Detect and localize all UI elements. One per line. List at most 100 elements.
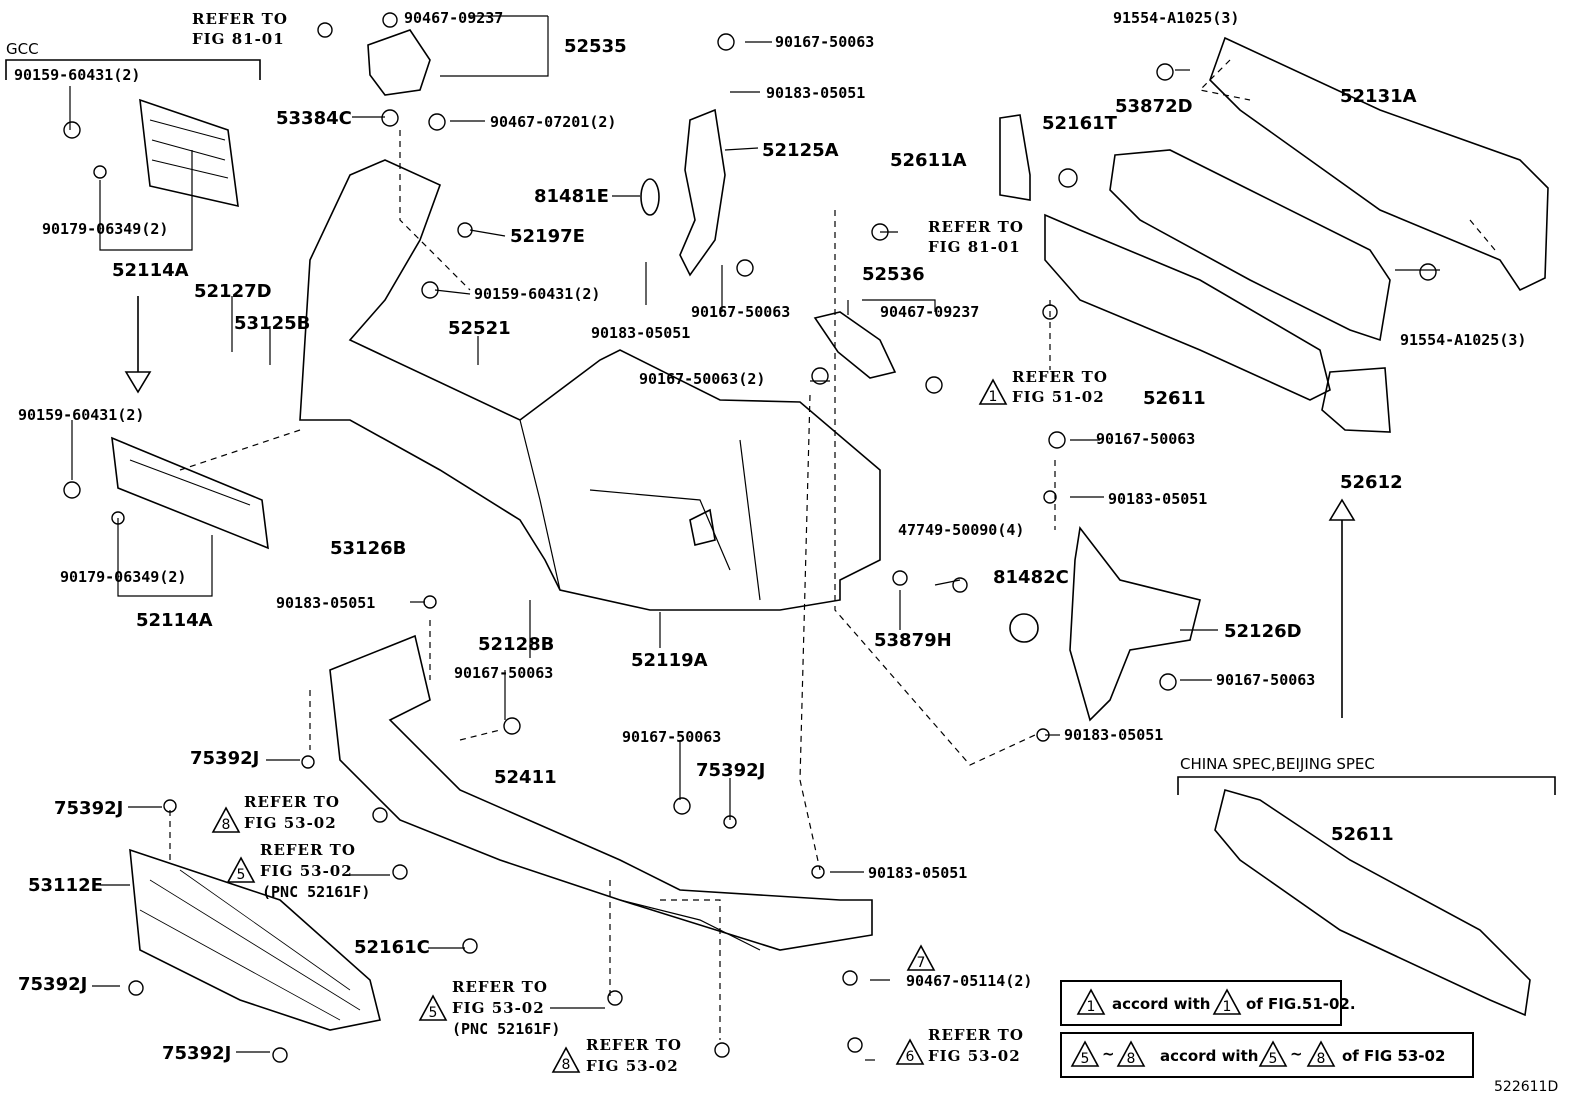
svg-text:5: 5: [1269, 1051, 1278, 1067]
part-label: 52114A: [136, 610, 213, 631]
part-label: 52161T: [1042, 113, 1117, 134]
part-label: FIG 51-02: [1012, 388, 1105, 406]
section-gcc-label: GCC: [6, 40, 39, 58]
part-label: 90159-60431(2): [18, 406, 145, 424]
part-label: FIG 53-02: [260, 862, 353, 880]
part-label: 90467-09237: [404, 9, 504, 27]
part-label: 52521: [448, 318, 511, 339]
part-label: 52131A: [1340, 86, 1417, 107]
part-label: 90467-09237: [880, 303, 980, 321]
diagram-id: 522611D: [1494, 1079, 1559, 1095]
note-triangle-number: 8: [222, 817, 231, 833]
legend-triangle-icon: 1: [1076, 988, 1106, 1015]
part-label: 90179-06349(2): [42, 220, 169, 238]
part-label: 75392J: [18, 974, 88, 995]
part-label: 52197E: [510, 226, 585, 247]
part-label: REFER TO: [452, 978, 548, 996]
part-label: 90167-50063: [1096, 430, 1196, 448]
part-label: 90167-50063: [775, 33, 875, 51]
part-label: 75392J: [696, 760, 766, 781]
legend-1-suffix: of FIG.51-02.: [1246, 995, 1356, 1013]
part-label: REFER TO: [260, 841, 356, 859]
part-label: 52536: [862, 264, 925, 285]
note-triangle-number: 1: [989, 389, 998, 405]
part-label: FIG 53-02: [452, 999, 545, 1017]
legend-triangle-icon: 5: [1258, 1040, 1288, 1067]
part-label: 52612: [1340, 472, 1403, 493]
part-label: 52119A: [631, 650, 708, 671]
part-label: 90167-50063: [1216, 671, 1316, 689]
part-label: 52127D: [194, 281, 272, 302]
part-label: 53872D: [1115, 96, 1193, 117]
part-label: 90183-05051: [766, 84, 866, 102]
legend-box-1: 1 accord with 1 of FIG.51-02.: [1060, 980, 1356, 1026]
note-triangle-number: 7: [917, 955, 926, 971]
svg-text:1: 1: [1223, 999, 1232, 1015]
part-label: 90467-05114(2): [906, 972, 1033, 990]
part-label: 47749-50090(4): [898, 521, 1025, 539]
part-label: 53125B: [234, 313, 311, 334]
legend-triangle-icon: 8: [1116, 1040, 1146, 1067]
part-label: 52128B: [478, 634, 555, 655]
part-label: 75392J: [190, 748, 260, 769]
part-label: 90183-05051: [1108, 490, 1208, 508]
part-label: 81482C: [993, 567, 1069, 588]
legend-2-text: accord with: [1160, 1047, 1259, 1065]
part-label: 90183-05051: [1064, 726, 1164, 744]
part-label: 52411: [494, 767, 557, 788]
part-label: 91554-A1025(3): [1113, 9, 1240, 27]
part-label: FIG 81-01: [928, 238, 1021, 256]
legend-2-suffix: of FIG 53-02: [1342, 1047, 1446, 1065]
part-label: REFER TO: [928, 218, 1024, 236]
part-label: 90167-50063(2): [639, 370, 766, 388]
part-label: 52611: [1143, 388, 1206, 409]
part-label: 75392J: [162, 1043, 232, 1064]
legend-triangle-icon: 5: [1070, 1040, 1100, 1067]
part-label: 90183-05051: [868, 864, 968, 882]
part-label: REFER TO: [586, 1036, 682, 1054]
legend-2-tilde-b: ~: [1290, 1045, 1303, 1063]
part-label: 52125A: [762, 140, 839, 161]
part-label: 53126B: [330, 538, 407, 559]
part-label: 52611A: [890, 150, 967, 171]
part-label: FIG 53-02: [928, 1047, 1021, 1065]
legend-2-tilde-a: ~: [1102, 1045, 1115, 1063]
part-label: 90167-50063: [454, 664, 554, 682]
part-label: 52114A: [112, 260, 189, 281]
part-label: 90467-07201(2): [490, 113, 617, 131]
part-label: REFER TO: [1012, 368, 1108, 386]
part-label: 90179-06349(2): [60, 568, 187, 586]
note-triangle-number: 6: [906, 1049, 915, 1065]
part-label: REFER TO: [928, 1026, 1024, 1044]
part-label: FIG 81-01: [192, 30, 285, 48]
part-label: FIG 53-02: [244, 814, 337, 832]
part-label: 52161C: [354, 937, 430, 958]
section-china-label: CHINA SPEC,BEIJING SPEC: [1180, 755, 1375, 773]
part-label: 52535: [564, 36, 627, 57]
note-triangle-number: 5: [429, 1005, 438, 1021]
part-label: REFER TO: [244, 793, 340, 811]
svg-text:8: 8: [1317, 1051, 1326, 1067]
part-label: 52126D: [1224, 621, 1302, 642]
part-label: FIG 53-02: [586, 1057, 679, 1075]
part-label: (PNC 52161F): [452, 1020, 561, 1038]
part-label: 90167-50063: [622, 728, 722, 746]
legend-box-2: 5 ~ 8 accord with 5 ~ 8 of FIG 53-02: [1060, 1032, 1474, 1078]
part-label: 52611: [1331, 824, 1394, 845]
part-label: 90159-60431(2): [474, 285, 601, 303]
svg-text:1: 1: [1087, 999, 1096, 1015]
legend-triangle-icon: 8: [1306, 1040, 1336, 1067]
svg-text:5: 5: [1081, 1051, 1090, 1067]
legend-triangle-icon: 1: [1212, 988, 1242, 1015]
part-label: 90183-05051: [591, 324, 691, 342]
part-label: (PNC 52161F): [262, 883, 371, 901]
part-label: 81481E: [534, 186, 609, 207]
part-label: 90183-05051: [276, 594, 376, 612]
note-triangle-number: 5: [237, 867, 246, 883]
part-label: 90167-50063: [691, 303, 791, 321]
svg-text:8: 8: [1127, 1051, 1136, 1067]
legend-1-text: accord with: [1112, 995, 1211, 1013]
part-label: 91554-A1025(3): [1400, 331, 1527, 349]
